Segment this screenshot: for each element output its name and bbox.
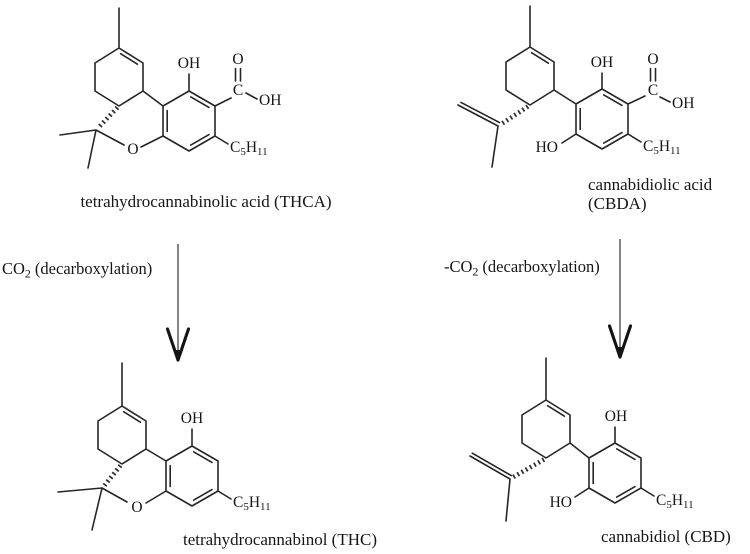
thc-skeleton (57, 362, 232, 531)
arrow-left-tip (174, 350, 182, 362)
thc-name-label: tetrahydrocannabinol (THC) (183, 530, 377, 549)
cbda-structure: OH O C OH HO C5H11 cannabidiolic acid (C… (457, 5, 713, 213)
cbd-name-label: cannabidiol (CBD) (601, 527, 731, 546)
co2-label-left: CO2(decarboxylation) (2, 259, 152, 281)
thca-carboxyl-o-label: O (232, 51, 243, 68)
thca-carboxyl-c-label: C (233, 82, 243, 99)
arrow-right-tip (616, 347, 624, 359)
cbd-pentyl-label: C5H11 (656, 492, 694, 511)
cbd-ho-label: HO (550, 494, 572, 511)
thca-oh-label: OH (178, 55, 200, 72)
cbda-name-label-line1: cannabidiolic acid (588, 175, 713, 194)
thc-structure: OH O C5H11 tetrahydrocannabinol (THC) (57, 362, 377, 549)
cbda-name-label-line2: (CBDA) (588, 194, 647, 213)
thc-stereo-hash-bond (102, 464, 123, 487)
cbd-structure: OH HO C5H11 cannabidiol (CBD) (469, 357, 731, 546)
cbda-oh-label: OH (591, 54, 613, 71)
thca-carboxyl-oh-label: OH (259, 92, 281, 109)
cbda-carboxyl-o-label: O (647, 51, 658, 68)
decarboxylation-arrow-left (165, 244, 191, 362)
thc-pentyl-label: C5H11 (233, 494, 271, 513)
thca-name-label: tetrahydrocannabinolic acid (THCA) (80, 192, 331, 211)
cbd-oh-label: OH (605, 408, 627, 425)
decarboxylation-arrow-right (607, 239, 633, 359)
cbda-pentyl-label: C5H11 (643, 138, 681, 157)
thca-stereo-hash-bond (96, 105, 120, 130)
cbd-skeleton (469, 357, 655, 522)
cbda-carboxyl-oh-label: OH (672, 95, 694, 112)
cbda-carboxyl-c-label: C (648, 82, 658, 99)
cbda-ho-label: HO (536, 139, 558, 156)
co2-label-right: -CO2(decarboxylation) (444, 257, 600, 279)
thc-ether-o-label: O (131, 499, 142, 516)
thca-pentyl-label: C5H11 (230, 139, 268, 158)
thca-ether-o-label: O (127, 141, 138, 158)
thca-structure: OH O C OH O C5H11 tetrahydrocannabinolic… (59, 7, 332, 211)
cbda-stereo-hash-bond (499, 104, 530, 127)
thca-skeleton (59, 7, 258, 169)
cbd-stereo-hash-bond (511, 457, 546, 480)
cbda-skeleton (457, 5, 671, 168)
thc-oh-label: OH (181, 410, 203, 427)
